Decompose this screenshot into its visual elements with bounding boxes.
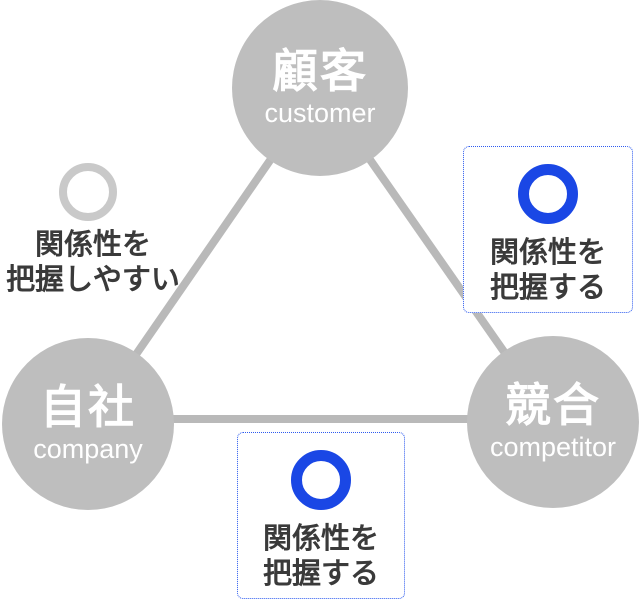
node-customer-label-en: customer xyxy=(264,98,376,129)
callout-bottom-line2: 把握する xyxy=(262,557,379,590)
blue-ring-icon xyxy=(518,164,578,224)
node-company-label-en: company xyxy=(33,434,143,465)
callout-bottom-line1: 関係性を xyxy=(262,523,379,555)
node-customer: 顧客 customer xyxy=(232,0,408,176)
node-competitor-label-ja: 競合 xyxy=(505,379,601,431)
node-company-label-ja: 自社 xyxy=(40,381,136,433)
gray-ring-icon xyxy=(59,163,117,221)
node-company: 自社 company xyxy=(2,338,174,510)
callout-right-line1: 関係性を xyxy=(489,237,606,269)
callout-right: 関係性を 把握する xyxy=(463,146,633,313)
blue-ring-icon xyxy=(291,450,351,510)
node-customer-label-ja: 顧客 xyxy=(272,45,368,97)
node-competitor-label-en: competitor xyxy=(489,432,617,463)
callout-right-line2: 把握する xyxy=(489,271,606,304)
left-note-line2: 把握しやすい xyxy=(6,264,180,297)
callout-bottom: 関係性を 把握する xyxy=(237,432,405,599)
callout-right-text: 関係性を 把握する xyxy=(490,236,606,306)
left-note: 関係性を 把握しやすい xyxy=(0,228,186,299)
node-competitor: 競合 competitor xyxy=(467,336,639,508)
left-note-line1: 関係性を xyxy=(34,229,151,261)
callout-bottom-text: 関係性を 把握する xyxy=(263,522,379,592)
